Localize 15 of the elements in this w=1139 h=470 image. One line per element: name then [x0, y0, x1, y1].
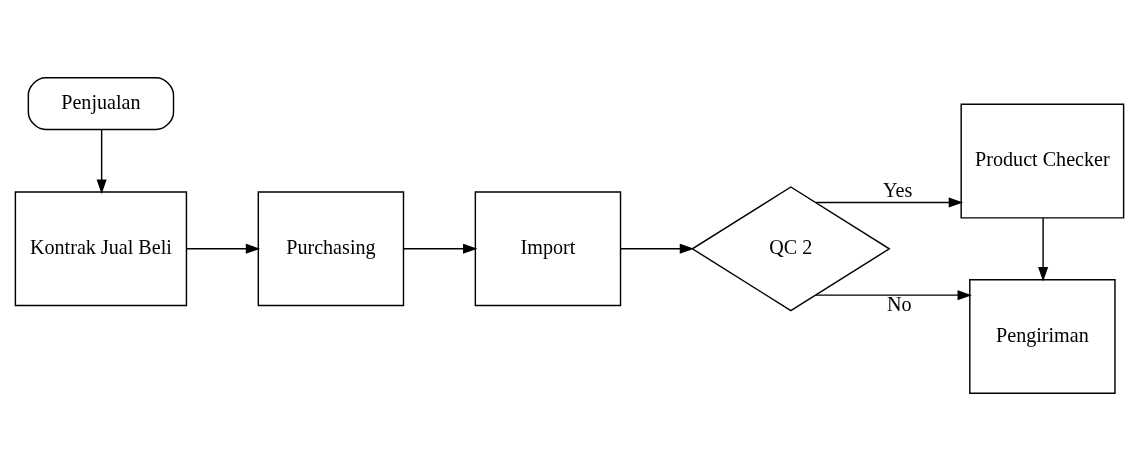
edge-label: No	[886, 292, 912, 315]
node-box: Import	[474, 190, 622, 306]
node-box: Pengiriman	[969, 278, 1116, 394]
arrow	[1038, 216, 1049, 281]
arrow	[815, 196, 964, 207]
arrow	[620, 243, 695, 254]
arrow	[185, 243, 261, 254]
edge-label: Yes	[883, 178, 913, 201]
arrow	[96, 128, 107, 194]
node-box: Penjualan	[27, 76, 175, 130]
arrow	[815, 289, 972, 300]
node-box: Kontrak Jual Beli	[14, 190, 188, 306]
node-box: Purchasing	[257, 190, 405, 306]
node-box: Product Checker	[960, 103, 1125, 219]
arrow	[403, 243, 478, 254]
